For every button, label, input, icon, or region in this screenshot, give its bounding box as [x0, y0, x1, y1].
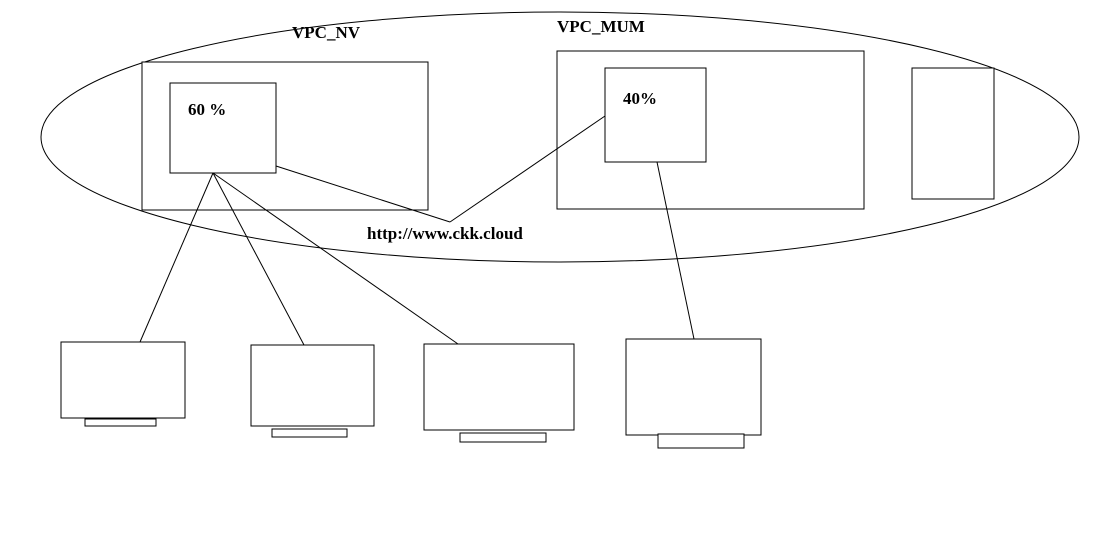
vpc-mum-label: VPC_MUM	[557, 17, 645, 36]
mum-to-url-line	[449, 115, 606, 223]
client-1-base	[84, 418, 157, 427]
cloud-ellipse	[40, 11, 1080, 263]
vpc-nv-label: VPC_NV	[292, 23, 361, 42]
vpc-nv-server	[169, 82, 277, 174]
client-3-monitor	[423, 343, 575, 431]
vpc-mum-box	[556, 50, 865, 210]
vpc-mum-share: 40%	[623, 89, 657, 108]
nv-to-url-line	[275, 165, 451, 223]
nv-to-client-3-line	[212, 172, 459, 345]
vpc-nv-share: 60 %	[188, 100, 226, 119]
client-1-monitor	[60, 341, 186, 419]
client-3-base	[459, 432, 547, 443]
nv-to-client-1-line	[139, 172, 214, 343]
vpc-mum-server	[604, 67, 707, 163]
client-4-base	[657, 433, 745, 449]
mum-to-client-4-line	[656, 161, 695, 340]
client-2-monitor	[250, 344, 375, 427]
url-label: http://www.ckk.cloud	[367, 224, 523, 243]
nv-to-client-2-line	[212, 172, 305, 346]
extra-box	[911, 67, 995, 200]
client-2-base	[271, 428, 348, 438]
client-4-monitor	[625, 338, 762, 436]
